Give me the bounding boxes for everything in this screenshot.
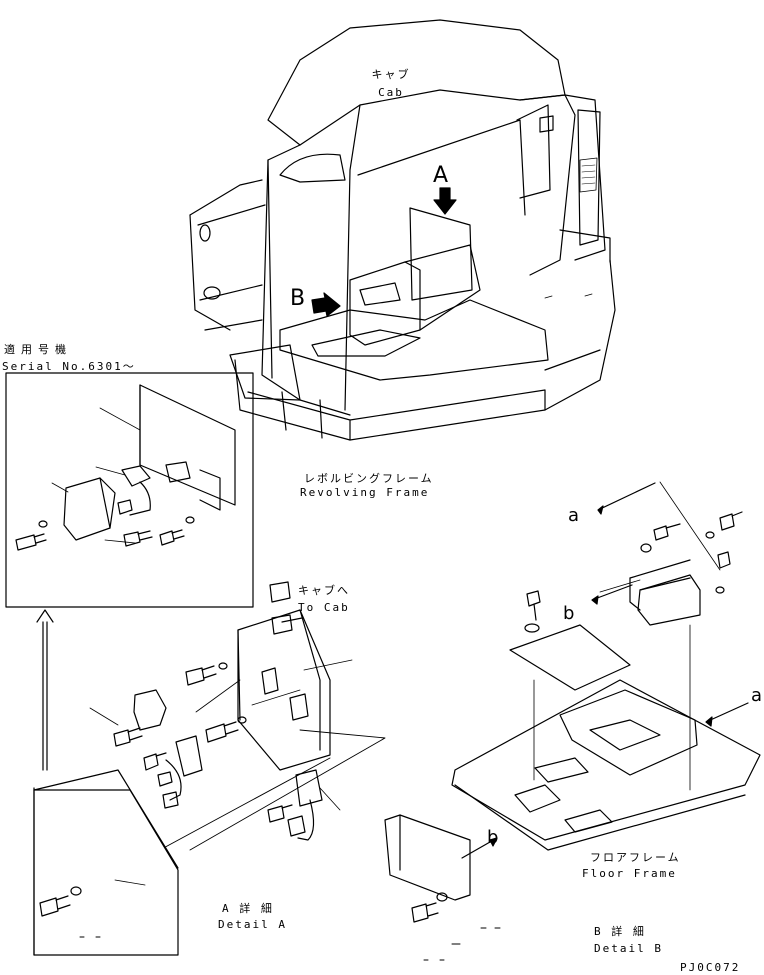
ref-a-top-label: a [568,505,580,526]
floor-frame-label-jp: フロアフレーム [590,851,681,864]
floor-frame-label-en: Floor Frame [582,867,677,880]
transition-arrow [36,609,54,771]
dash-marks [79,927,501,961]
view-a-arrow [433,187,457,215]
ref-b-low-label: b [487,827,499,848]
detail-b-label-jp: B 詳 細 [594,925,646,938]
view-b-marker: B [290,286,306,311]
detail-a-label-jp: A 詳 細 [222,902,274,915]
detail-a-label-en: Detail A [218,918,287,931]
ref-a-right-leader [705,702,749,727]
ref-b-low-leader [461,837,498,859]
ref-b-mid-leader [591,584,633,605]
serial-inset-parts [15,384,236,551]
ref-b-mid-label: b [563,603,575,624]
serial-label-jp: 適用号機 [4,343,72,356]
cab-label-en: Cab [378,86,404,99]
ref-a-top-leader [597,482,656,515]
revolving-frame-label-en: Revolving Frame [300,486,430,499]
drawing-code: PJ0C072 [680,961,741,974]
ref-a-right-label: a [751,685,763,706]
cab-illustration [189,19,616,441]
cab-label-jp: キャブ [371,68,411,81]
view-a-marker: A [433,163,449,188]
view-b-arrow [311,292,341,317]
detail-b-label-en: Detail B [594,942,663,955]
detail-b-illustration [384,481,761,923]
to-cab-label-en: To Cab [298,601,350,614]
to-cab-label-jp: キャブへ [298,584,350,597]
detail-a-illustration [33,581,386,956]
revolving-frame-label-jp: レボルビングフレーム [304,472,434,485]
serial-label-en: Serial No.6301〜 [2,360,136,373]
serial-inset-frame [5,372,254,608]
